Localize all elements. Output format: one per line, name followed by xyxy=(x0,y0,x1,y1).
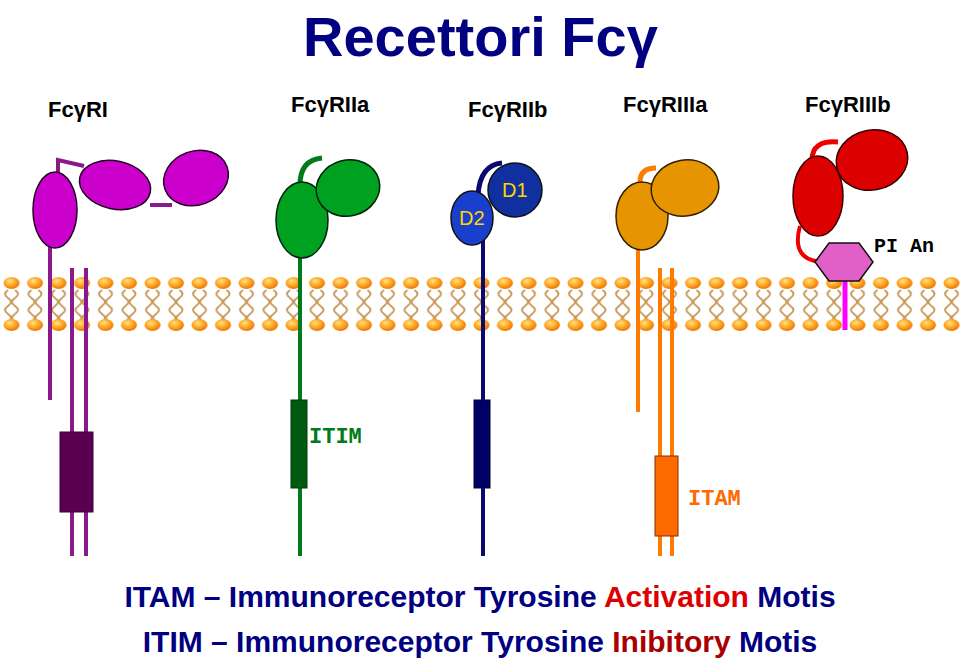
definition-text: Motis xyxy=(739,625,817,658)
definition-line: ITIM – Immunoreceptor Tyrosine Inibitory… xyxy=(0,625,960,659)
diagram-title: Recettori Fcγ xyxy=(303,4,658,69)
definition-text: Activation xyxy=(604,580,749,613)
receptor-name: FcγRIIa xyxy=(291,92,369,118)
receptor-name: FcγRIIIa xyxy=(623,92,707,118)
motif-label: ITAM xyxy=(688,487,741,512)
gpi-anchor: PI An xyxy=(814,242,874,282)
definition-text: Inibitory xyxy=(612,625,730,658)
definition-line: ITAM – Immunoreceptor Tyrosine Activatio… xyxy=(0,580,960,614)
domain-label: D2 xyxy=(459,207,485,230)
definition-text: ITIM – Immunoreceptor Tyrosine xyxy=(143,625,604,658)
fcgriia-receptor xyxy=(276,153,386,556)
receptor-name: FcγRIIb xyxy=(468,97,547,123)
domain-ellipse: D1 xyxy=(487,162,543,218)
receptor-name: FcγRIIIb xyxy=(805,92,891,118)
fcgri-receptor xyxy=(33,141,236,556)
hexagon-shape xyxy=(814,242,874,282)
domain-ellipse: D2 xyxy=(450,190,494,246)
receptor-name: FcγRI xyxy=(48,97,108,123)
definition-text: Motis xyxy=(757,580,835,613)
motif-label: ITIM xyxy=(309,425,362,450)
domain-label: D1 xyxy=(502,179,528,202)
definition-text: ITAM – Immunoreceptor Tyrosine xyxy=(124,580,596,613)
fcgriiib-receptor xyxy=(793,123,913,330)
anchor-label: PI An xyxy=(872,235,936,258)
